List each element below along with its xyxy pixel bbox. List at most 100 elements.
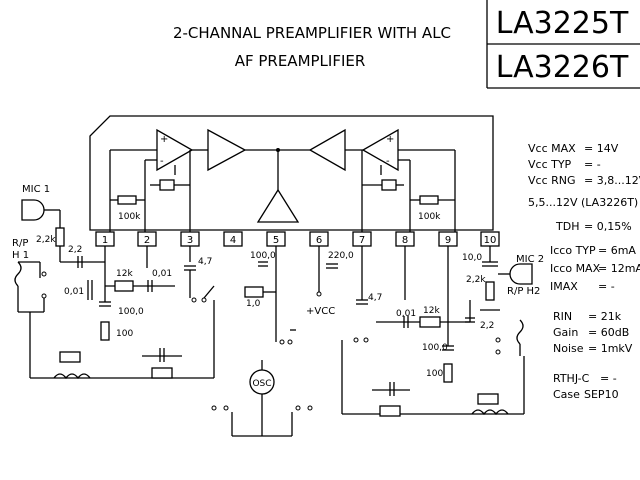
amplifier-center-right [308,128,346,172]
osc-label: OSC [252,379,271,389]
spec-vcc-rng-label: Vcc RNG [528,174,576,187]
pin-7-label: 7 [359,235,365,246]
pin-3-label: 3 [187,235,193,246]
resistor-12k-left [114,280,134,292]
resistor-2k2-left [55,227,65,247]
spec-vcc-typ-label: Vcc TYP [528,158,572,171]
r-100-left-label: 100 [116,329,133,339]
spec-icco-typ-label: Icco TYP [550,244,596,257]
title-line-1: 2-CHANNAL PREAMPLIFIER WITH ALC [173,24,451,42]
svg-text:-: - [160,156,164,167]
spec-rin-label: RIN [553,310,572,323]
resistor-12k-right [419,316,441,328]
resistor-bias-left [59,351,81,363]
resistor-100-right [443,363,453,383]
resistor-2k2-right [485,281,495,301]
spec-vcc-typ-value: = - [584,158,601,171]
spec-vcc-max-value: = 14V [584,142,619,155]
spec-case-label: Case [553,388,580,401]
middle-circuit: 100,0 1,0 220,0 +VCC OSC [211,246,354,437]
inductor-left-icon [53,373,91,380]
pin-8-label: 8 [402,235,408,246]
r-1-0-mid-label: 1,0 [246,299,261,309]
vcc-terminal [316,291,322,297]
spec-rin-value: = 21k [588,310,622,323]
pin-6-label: 6 [316,235,322,246]
vcc-label: +VCC [306,306,335,317]
pin-10-label: 10 [484,235,497,246]
c-10-0-label: 10,0 [462,253,482,263]
c-2-2-right-label: 2,2 [480,321,494,331]
c-4-7-right-label: 4,7 [368,293,382,303]
internal-resistor-right-label: 100k [418,212,441,222]
spec-imax-value: = - [598,280,615,293]
mic-2-icon [509,263,533,285]
mic-1-label: MIC 1 [22,184,50,195]
inductor-right-icon [471,409,509,416]
spec-tdh-label: TDH [555,220,579,233]
ic-body: + - + - 100k 10 [89,115,494,232]
rp-h1-label-b: H 1 [12,250,29,261]
part-number-box: LA3225T LA3226T [486,0,640,89]
spec-rthjc-value: = - [600,372,617,385]
resistor-trap-right [379,405,401,417]
c-100-0-right-label: 100,0 [422,343,448,353]
c-2-2-left-label: 2,2 [68,245,82,255]
r-12k-left-label: 12k [116,269,133,279]
spec-tdh-value: = 0,15% [584,220,632,233]
c-100-0-left-label: 100,0 [118,307,144,317]
spec-noise-value: = 1mkV [588,342,633,355]
c-0-01-left-label: 0,01 [64,287,84,297]
spec-icco-typ-value: = 6mA [598,244,636,257]
ic-pins: 1 2 3 4 5 6 7 8 9 10 [95,231,500,247]
spec-icco-max-value: = 12mA [598,262,640,275]
spec-icco-max-label: Icco MAX [550,262,601,275]
pin-5-label: 5 [273,235,279,246]
head-h1-icon [14,261,22,287]
pin-9-label: 9 [445,235,451,246]
switch-contact [41,293,47,299]
head-h2-icon [516,319,524,345]
internal-resistor-right [419,195,439,205]
spec-gain-value: = 60dB [588,326,629,339]
spec-vcc-rng-value: = 3,8...12V [584,174,640,187]
pin-2-label: 2 [144,235,150,246]
r-12k-right-label: 12k [423,306,440,316]
svg-text:+: + [386,134,394,145]
spec-case-value: SEP10 [584,388,619,401]
resistor-1-0-mid [244,286,264,298]
right-channel-circuit: 4,7 0,01 12k 100,0 100 10,0 2,2k MIC 2 R… [341,246,544,417]
resistor-bias-right [477,393,499,405]
mic-2-label: MIC 2 [516,254,544,265]
rp-h2-label: R/P H2 [507,286,540,297]
c-220-0-label: 220,0 [328,251,354,261]
alc-amplifier [256,188,300,223]
c-0-01-right-label: 0,01 [396,309,416,319]
resistor-100-left [100,321,110,341]
switch-contact [41,271,47,277]
specifications: Vcc MAX = 14V Vcc TYP = - Vcc RNG = 3,8.… [528,142,640,401]
rp-h1-label: R/P [12,238,28,249]
part-number-la3225t: LA3225T [496,6,629,41]
svg-text:-: - [386,156,390,167]
title-line-2: AF PREAMPLIFIER [235,52,366,70]
c-4-7-left-label: 4,7 [198,257,212,267]
spec-gain-label: Gain [553,326,578,339]
mic-1-icon [21,199,45,221]
internal-resistor-left-label: 100k [118,212,141,222]
spec-vcc-rng-alt-value: 5,5...12V (LA3226T) [528,196,638,209]
c-0-01-left2-label: 0,01 [152,269,172,279]
amplifier-center-left [207,128,247,172]
left-channel-circuit: MIC 1 2,2k 2,2 R/P H 1 0,01 12k 0,01 1 [12,184,215,380]
spec-rthjc-label: RTHJ-C [553,372,590,385]
svg-text:+: + [160,134,168,145]
c-100-0-mid-label: 100,0 [250,251,276,261]
r-2k2-right-label: 2,2k [466,275,486,285]
part-number-la3226t: LA3226T [496,50,629,85]
internal-resistor-left [117,195,137,205]
pin-1-label: 1 [102,235,108,246]
spec-vcc-max-label: Vcc MAX [528,142,576,155]
pin-4-label: 4 [230,235,236,246]
